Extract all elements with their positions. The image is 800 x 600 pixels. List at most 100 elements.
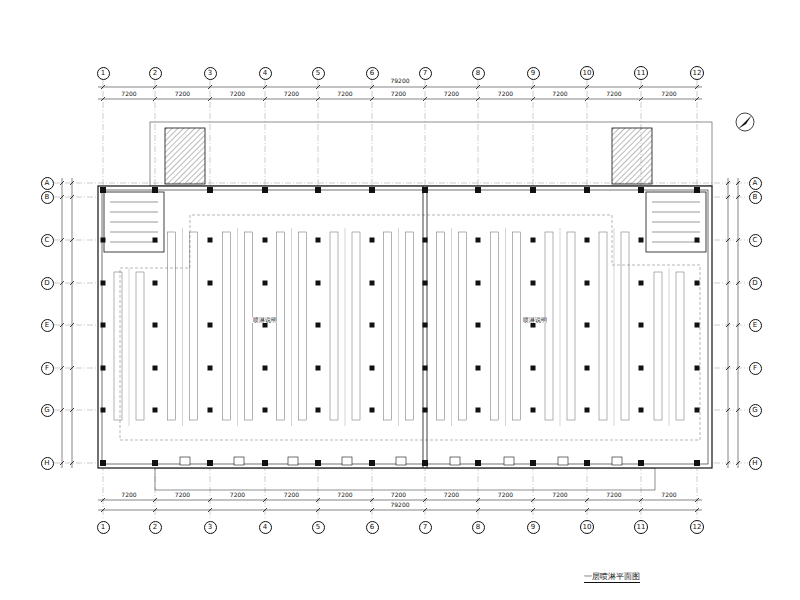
column	[695, 408, 700, 413]
sprinkler-branch	[129, 268, 130, 426]
column	[100, 187, 106, 193]
door-symbol	[504, 457, 514, 465]
column	[208, 408, 213, 413]
dimension-tick	[263, 97, 267, 101]
dimension-text: 7200	[660, 91, 677, 97]
axis-number: D	[752, 280, 757, 287]
dimension-tick	[153, 85, 157, 89]
storage-rack	[384, 232, 392, 420]
column	[208, 238, 213, 243]
storage-rack	[621, 232, 629, 420]
axis-number: 7	[423, 70, 427, 77]
dimension-tick	[316, 97, 320, 101]
stair-shaft	[612, 128, 652, 184]
door-symbol	[234, 457, 244, 465]
dimension-tick	[101, 97, 105, 101]
dimension-tick	[70, 281, 74, 285]
storage-rack	[299, 232, 307, 420]
storage-rack	[223, 232, 231, 420]
dimension-tick	[726, 181, 730, 185]
column	[153, 281, 158, 286]
dimension-tick	[726, 195, 730, 199]
dimension-tick	[316, 508, 320, 512]
dimension-text: 7200	[660, 492, 677, 498]
axis-bubble: 7	[419, 67, 432, 80]
dimension-line	[98, 500, 702, 501]
axis-bubble: 6	[366, 521, 379, 534]
column	[262, 187, 268, 193]
axis-bubble: B	[749, 191, 762, 204]
column	[316, 323, 321, 328]
dimension-text: 7200	[605, 492, 622, 498]
dimension-text: 7200	[120, 492, 137, 498]
column	[531, 281, 536, 286]
storage-rack	[406, 232, 414, 420]
column	[316, 408, 321, 413]
column	[207, 460, 213, 466]
axis-bubble: H	[41, 457, 54, 470]
pipe-line	[110, 212, 158, 213]
column	[584, 187, 590, 193]
dimension-tick	[695, 97, 699, 101]
column	[531, 408, 536, 413]
axis-bubble: 11	[634, 520, 648, 534]
pipe-line	[652, 242, 700, 243]
storage-rack	[277, 232, 285, 420]
column	[476, 281, 481, 286]
column	[101, 281, 106, 286]
dimension-line	[98, 99, 702, 100]
dimension-tick	[726, 281, 730, 285]
dimension-tick	[423, 97, 427, 101]
column	[695, 281, 700, 286]
equipment-room	[646, 192, 706, 252]
dimension-text: 79200	[389, 78, 410, 84]
dimension-tick	[70, 366, 74, 370]
column	[100, 460, 106, 466]
sprinkler-branch	[505, 228, 506, 426]
column	[316, 238, 321, 243]
column	[208, 323, 213, 328]
note-heading: 喷淋说明	[522, 317, 548, 323]
column	[153, 408, 158, 413]
storage-rack	[330, 232, 338, 420]
axis-bubble: 6	[366, 67, 379, 80]
dimension-tick	[639, 508, 643, 512]
storage-rack	[676, 272, 684, 420]
door-symbol	[558, 457, 568, 465]
dimension-tick	[70, 195, 74, 199]
column	[423, 323, 428, 328]
storage-rack	[245, 232, 253, 420]
dimension-tick	[101, 85, 105, 89]
axis-bubble: 3	[204, 521, 217, 534]
column	[695, 323, 700, 328]
column	[694, 460, 700, 466]
dimension-tick	[60, 408, 64, 412]
axis-number: G	[44, 407, 49, 414]
axis-bubble: 1	[97, 67, 110, 80]
dimension-tick	[476, 508, 480, 512]
axis-bubble: D	[749, 277, 762, 290]
dimension-tick	[70, 238, 74, 242]
column	[584, 460, 590, 466]
dimension-tick	[208, 508, 212, 512]
axis-number: 1	[101, 70, 105, 77]
column	[370, 238, 375, 243]
sprinkler-branch	[398, 228, 399, 426]
dimension-tick	[476, 498, 480, 502]
axis-number: B	[753, 194, 758, 201]
dimension-tick	[639, 498, 643, 502]
axis-bubble: D	[41, 277, 54, 290]
dimension-tick	[585, 508, 589, 512]
dimension-tick	[60, 238, 64, 242]
column	[101, 238, 106, 243]
axis-number: H	[752, 460, 757, 467]
canopy-outline	[150, 122, 712, 186]
dimension-tick	[639, 97, 643, 101]
dimension-tick	[370, 85, 374, 89]
dimension-tick	[263, 508, 267, 512]
note-heading: 喷淋说明	[252, 317, 278, 323]
column	[695, 238, 700, 243]
column	[531, 238, 536, 243]
column	[101, 366, 106, 371]
